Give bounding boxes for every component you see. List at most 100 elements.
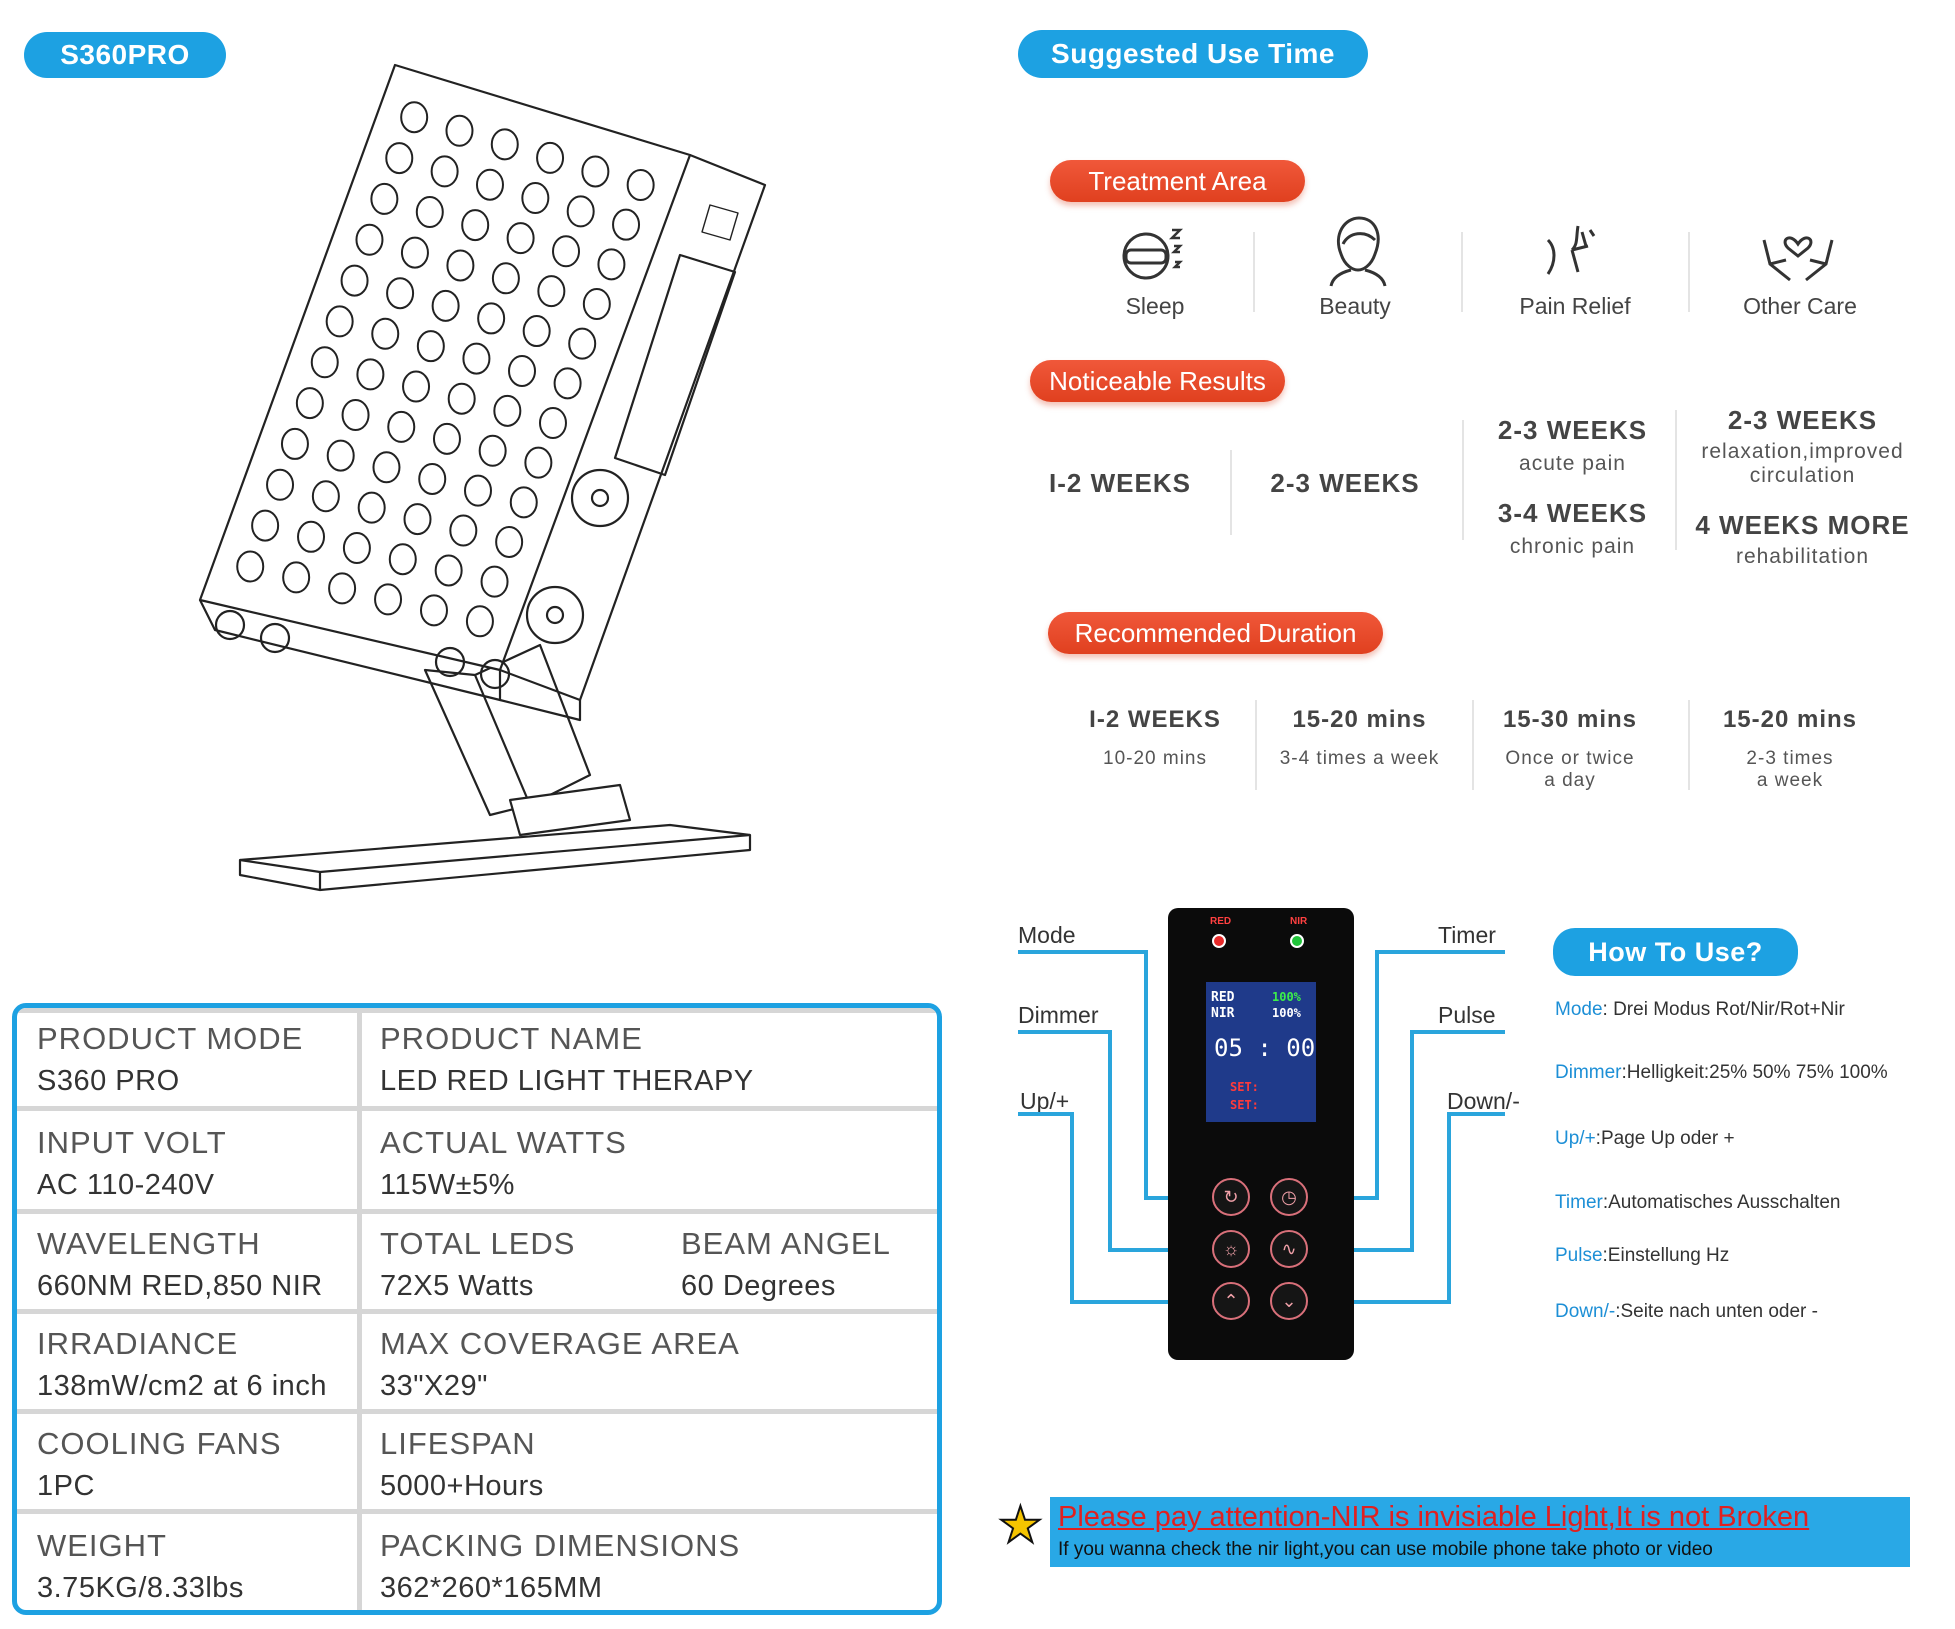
leader-line: [1375, 950, 1505, 954]
result-sub: relaxation,improved: [1701, 440, 1904, 463]
screen-red-pct: 100%: [1272, 990, 1301, 1004]
led-circle: [355, 223, 384, 256]
divider: [1688, 700, 1690, 790]
leader-line: [1375, 950, 1379, 1200]
led-circle: [581, 155, 610, 188]
result-title: 3-4 WEEKS: [1497, 498, 1648, 528]
led-circle: [342, 532, 371, 565]
led-circle: [372, 451, 401, 484]
label-pulse: Pulse: [1438, 1002, 1496, 1028]
led-circle: [266, 468, 295, 501]
suggested-use-title: Suggested Use Time: [1018, 30, 1368, 78]
screen-set-1: SET:: [1230, 1080, 1259, 1094]
led-circle: [416, 330, 445, 363]
led-circle: [449, 514, 478, 547]
led-circle: [506, 222, 535, 255]
divider: [1230, 450, 1232, 535]
category-label: Beauty: [1319, 293, 1391, 319]
leader-line: [1144, 950, 1148, 1200]
led-circle: [325, 305, 354, 338]
led-circle: [418, 462, 447, 495]
pulse-icon: ∿: [1281, 1238, 1297, 1259]
how-to-key: Pulse: [1555, 1245, 1603, 1266]
duration-title: 15-20 mins: [1722, 706, 1858, 733]
chevron-down-icon: ⌄: [1281, 1290, 1297, 1311]
how-to-key: Dimmer: [1555, 1062, 1622, 1083]
duration-sub: Once or twice: [1505, 748, 1635, 769]
leader-line: [1447, 1112, 1451, 1304]
duration-title: 15-20 mins: [1292, 706, 1427, 733]
led-circle: [446, 249, 475, 282]
screen-set-2: SET:: [1230, 1098, 1259, 1112]
duration-sub: 10-20 mins: [1103, 748, 1207, 769]
led-circle: [475, 168, 504, 201]
spec-row: IRRADIANCE 138mW/cm2 at 6 inch MAX COVER…: [17, 1309, 937, 1414]
led-circle: [612, 208, 641, 241]
led-circle: [490, 128, 519, 161]
led-circle: [419, 594, 448, 627]
led-circle: [387, 410, 416, 443]
down-button[interactable]: ⌄: [1270, 1282, 1308, 1320]
spec-heading: COOLING FANS: [37, 1426, 282, 1461]
timer-button[interactable]: ◷: [1270, 1178, 1308, 1216]
how-to-key: Timer: [1555, 1192, 1603, 1213]
led-circle: [402, 370, 431, 403]
divider: [1462, 420, 1464, 540]
heart-hands-icon: [1762, 236, 1834, 282]
result-other: 2-3 WEEKS relaxation,improved circulatio…: [1685, 405, 1920, 569]
led-circle: [626, 169, 655, 202]
leader-line: [1018, 1030, 1112, 1034]
duration-title: I-2 WEEKS: [1089, 706, 1221, 733]
duration-sub: 2-3 times: [1746, 748, 1834, 769]
led-circle: [538, 406, 567, 439]
led-circle: [415, 195, 444, 228]
category-label: Pain Relief: [1519, 293, 1631, 319]
result-title: 2-3 WEEKS: [1497, 415, 1648, 445]
recommended-duration-pill: Recommended Duration: [1048, 612, 1383, 654]
spec-heading: PACKING DIMENSIONS: [380, 1528, 741, 1563]
how-to-text: :Einstellung Hz: [1602, 1245, 1730, 1266]
spec-value: 115W±5%: [380, 1169, 515, 1201]
spec-value: 33"X29": [380, 1370, 488, 1402]
divider: [1253, 232, 1255, 312]
noticeable-results-pill: Noticeable Results: [1030, 360, 1285, 402]
how-to-item: Down/-:Seite nach unten oder -: [1555, 1301, 1818, 1323]
duration-item: 15-30 mins Once or twice a day: [1475, 706, 1665, 792]
mode-button[interactable]: ↻: [1212, 1178, 1250, 1216]
divider: [1688, 232, 1690, 312]
product-badge-label: S360PRO: [60, 39, 190, 70]
pulse-button[interactable]: ∿: [1270, 1230, 1308, 1268]
duration-item: I-2 WEEKS 10-20 mins: [1060, 706, 1250, 770]
result-sub: chronic pain: [1509, 535, 1636, 558]
leader-line: [1310, 1300, 1451, 1304]
up-button[interactable]: ⌃: [1212, 1282, 1250, 1320]
spec-value: 3.75KG/8.33lbs: [37, 1572, 244, 1604]
spec-value: 660NM RED,850 NIR: [37, 1270, 323, 1302]
led-circle: [400, 236, 429, 269]
how-to-item: Up/+:Page Up oder +: [1555, 1128, 1735, 1150]
how-to-text: :Page Up oder +: [1595, 1128, 1735, 1149]
spec-cell: TOTAL LEDS 72X5 Watts: [380, 1226, 576, 1303]
device-illustration: [198, 63, 767, 892]
spec-heading: WEIGHT: [37, 1528, 167, 1563]
notice-subtitle: If you wanna check the nir light,you can…: [1058, 1539, 1713, 1560]
face-icon: [1329, 216, 1387, 287]
led-circle: [508, 354, 537, 387]
led-circle: [597, 248, 626, 281]
how-to-text: :Helligkeit:25% 50% 75% 100%: [1621, 1062, 1888, 1083]
spec-heading: WAVELENGTH: [37, 1226, 261, 1261]
treatment-area-label: Treatment Area: [1088, 165, 1267, 196]
how-to-text: : Drei Modus Rot/Nir/Rot+Nir: [1602, 999, 1845, 1020]
led-circle: [340, 264, 369, 297]
spec-cell: COOLING FANS 1PC: [37, 1426, 282, 1503]
led-circle: [480, 565, 509, 598]
spec-value: S360 PRO: [37, 1065, 180, 1097]
controller-panel: RED NIR RED NIR 100% 100% 05 : 00 SET: S…: [1168, 908, 1354, 1360]
spec-cell: LIFESPAN 5000+Hours: [380, 1426, 544, 1503]
led-circle: [462, 342, 491, 375]
category-label: Sleep: [1125, 293, 1185, 319]
dimmer-button[interactable]: ☼: [1212, 1230, 1250, 1268]
divider: [1675, 410, 1677, 550]
spec-cell: IRRADIANCE 138mW/cm2 at 6 inch: [37, 1326, 327, 1403]
spec-value: 60 Degrees: [681, 1270, 836, 1302]
